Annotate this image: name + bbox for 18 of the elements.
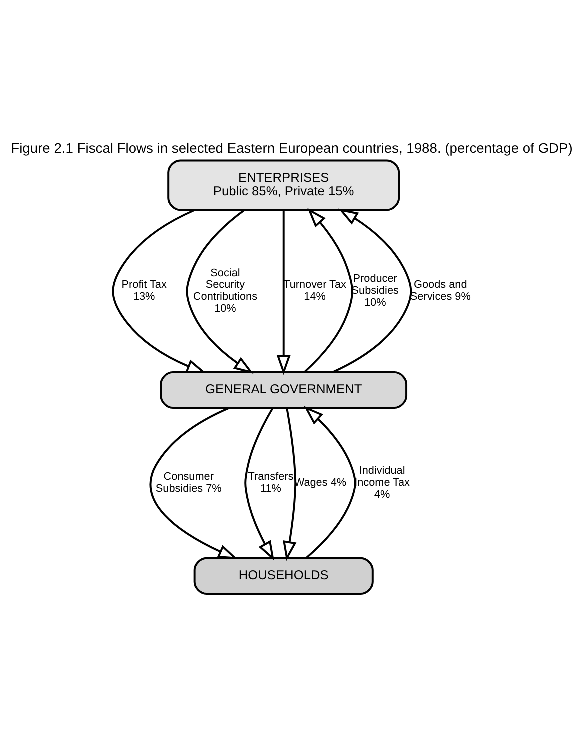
arrow xyxy=(150,407,238,560)
arrow xyxy=(332,208,412,374)
arrow xyxy=(304,208,354,373)
edge-label: Goods and Services 9% xyxy=(410,279,471,304)
arrow xyxy=(186,209,254,374)
node-box: ENTERPRISES Public 85%, Private 15% xyxy=(168,160,400,212)
arrow xyxy=(244,408,274,561)
diagram-title: Figure 2.1 Fiscal Flows in selected Eastern European countries, 1988. (percentage of GDP) xyxy=(11,140,573,156)
edge-label: Profit Tax 13% xyxy=(122,279,167,304)
edge-label: Social Security Contributions 10% xyxy=(193,267,258,315)
edge-label: Consumer Subsidies 7% xyxy=(156,471,222,495)
edge-label: Transfers 11% xyxy=(248,471,294,495)
arrow xyxy=(276,210,291,376)
node-box: GENERAL GOVERNMENT xyxy=(160,371,408,410)
arrow xyxy=(112,209,206,374)
node-box: HOUSEHOLDS xyxy=(194,557,374,596)
arrow xyxy=(304,406,356,559)
arrow xyxy=(283,408,297,562)
